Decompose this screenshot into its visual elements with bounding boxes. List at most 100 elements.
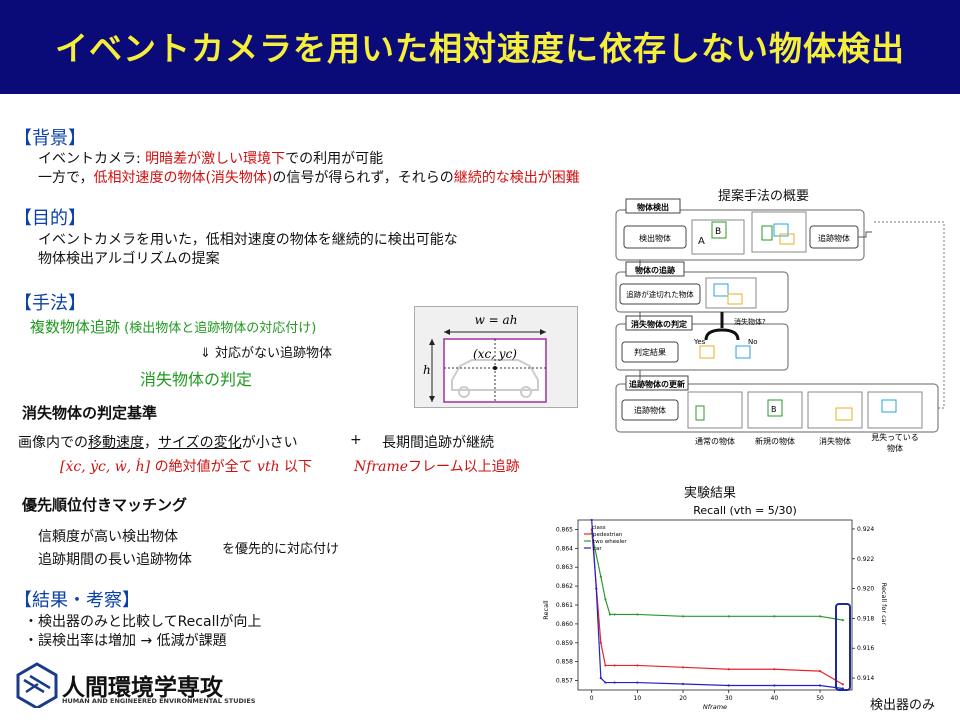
legend-title: class bbox=[592, 525, 606, 531]
bbox-height-label: h bbox=[423, 363, 431, 377]
y-right-tick-label: 0.922 bbox=[857, 556, 874, 563]
series-line-two-wheeler bbox=[591, 533, 843, 621]
category-new: 新規の物体 bbox=[755, 436, 795, 446]
yes-label: Yes bbox=[693, 338, 706, 346]
data-point bbox=[599, 676, 602, 680]
data-point bbox=[727, 684, 730, 687]
data-point bbox=[681, 682, 685, 686]
flow-caption: 提案手法の概要 bbox=[718, 189, 810, 204]
x-tick-label: 0 bbox=[590, 695, 594, 702]
title-banner bbox=[0, 0, 960, 94]
svg-text:B: B bbox=[771, 405, 777, 414]
data-point bbox=[681, 615, 685, 618]
data-point bbox=[818, 615, 822, 618]
y-tick-label: 0.862 bbox=[556, 583, 573, 590]
data-point bbox=[604, 681, 607, 684]
y-tick-label: 0.860 bbox=[556, 621, 573, 628]
data-point bbox=[773, 615, 776, 618]
y-right-tick-label: 0.916 bbox=[857, 645, 874, 652]
label-b: B bbox=[715, 227, 721, 237]
step-detection: 物体検出 bbox=[637, 202, 669, 212]
x-axis-label: Nframe bbox=[703, 703, 727, 711]
background-heading: 【背景】 bbox=[14, 128, 86, 149]
background-line-1: イベントカメラ: 明暗差が激しい環境下での利用が可能 bbox=[38, 151, 384, 167]
bounding-box bbox=[443, 338, 547, 403]
detected-object-box: 検出物体 bbox=[639, 233, 671, 243]
data-point bbox=[841, 683, 844, 686]
data-point bbox=[599, 575, 602, 578]
method-heading: 【手法】 bbox=[14, 293, 86, 314]
data-point bbox=[727, 668, 730, 671]
matching-note: を優先的に対応付け bbox=[222, 542, 340, 557]
experiment-caption: 実験結果 bbox=[684, 486, 737, 501]
data-point bbox=[636, 613, 639, 616]
y-right-tick-label: 0.914 bbox=[857, 675, 874, 682]
y-axis-right-label: Recall for car bbox=[880, 583, 888, 626]
category-normal: 通常の物体 bbox=[695, 436, 735, 446]
logo-subtitle: HUMAN AND ENGINEERED ENVIRONMENTAL STUDI… bbox=[62, 697, 256, 705]
no-label: No bbox=[748, 338, 758, 346]
frame-criterion: Nframeフレーム以上追跡 bbox=[354, 459, 520, 475]
y-right-tick-label: 0.924 bbox=[857, 526, 874, 533]
bbox-center-label: (xc, yc) bbox=[473, 347, 517, 361]
matching-line-2: 追跡期間の長い追跡物体 bbox=[38, 552, 192, 568]
velocity-criterion: [ẋc, ẏc, ẇ, ḣ] の絶対値が全て vth 以下 bbox=[60, 459, 313, 475]
series-line-car bbox=[591, 519, 843, 690]
label-a: A bbox=[698, 236, 705, 247]
disappeared-question: 消失物体? bbox=[734, 317, 766, 326]
page-title: イベントカメラを用いた相対速度に依存しない物体検出 bbox=[55, 29, 905, 68]
data-point bbox=[773, 668, 776, 671]
logo-name: 人間環境学専攻 bbox=[62, 675, 223, 701]
y-right-tick-label: 0.920 bbox=[857, 586, 874, 593]
y-tick-label: 0.859 bbox=[556, 640, 573, 647]
y-tick-label: 0.857 bbox=[556, 678, 573, 685]
data-point bbox=[608, 613, 612, 616]
tracked-object-box: 追跡物体 bbox=[818, 233, 850, 243]
results-item-2: ・誤検出率は増加 → 低減が課題 bbox=[24, 633, 227, 649]
data-point bbox=[727, 615, 730, 618]
legend-entry: pedestrian bbox=[593, 532, 623, 538]
x-tick-label: 20 bbox=[679, 695, 687, 702]
step-tracking: 物体の追跡 bbox=[635, 265, 675, 275]
purpose-line-2: 物体検出アルゴリズムの提案 bbox=[38, 251, 220, 267]
purpose-line-1: イベントカメラを用いた，低相対速度の物体を継続的に検出可能な bbox=[38, 232, 458, 248]
y-tick-label: 0.863 bbox=[556, 564, 573, 571]
category-lost-1: 見失っている bbox=[871, 432, 919, 442]
plot-frame bbox=[577, 519, 853, 691]
lost-track-box: 追跡が途切れた物体 bbox=[626, 289, 694, 299]
purpose-heading: 【目的】 bbox=[14, 208, 86, 229]
data-point bbox=[599, 641, 602, 644]
data-point bbox=[681, 666, 685, 669]
department-logo-icon bbox=[16, 662, 58, 708]
criteria-heading: 消失物体の判定基準 bbox=[22, 404, 158, 422]
background-line-2: 一方で，低相対速度の物体(消失物体)の信号が得られず，それらの継続的な検出が困難 bbox=[38, 170, 580, 186]
unmatched-note: ⇓ 対応がない追跡物体 bbox=[200, 346, 333, 361]
x-tick-label: 10 bbox=[634, 695, 642, 702]
y-axis-label: Recall bbox=[542, 600, 550, 620]
x-tick-label: 30 bbox=[725, 695, 733, 702]
data-point bbox=[818, 670, 822, 673]
flow-diagram: 物体検出 検出物体 A B 追跡物体 物体の追跡 追跡が途切れた物体 消失物体の… bbox=[615, 198, 945, 453]
data-point bbox=[636, 664, 639, 667]
multi-object-tracking: 複数物体追跡 (検出物体と追跡物体の対応付け) bbox=[30, 318, 317, 336]
y-tick-label: 0.861 bbox=[556, 602, 573, 609]
data-point bbox=[773, 684, 776, 687]
legend-entry: two wheeler bbox=[593, 539, 627, 545]
data-point bbox=[604, 664, 607, 667]
results-heading: 【結果・考察】 bbox=[14, 590, 140, 611]
x-tick-label: 40 bbox=[771, 695, 779, 702]
detector-only-highlight bbox=[835, 603, 851, 691]
data-point bbox=[636, 681, 639, 684]
detector-only-label: 検出器のみ bbox=[870, 698, 936, 713]
update-box: 追跡物体 bbox=[634, 405, 666, 415]
y-tick-label: 0.858 bbox=[556, 659, 573, 666]
series-line-pedestrian bbox=[591, 529, 844, 685]
step-judge: 消失物体の判定 bbox=[631, 319, 687, 329]
legend-entry: car bbox=[593, 546, 602, 552]
data-point bbox=[590, 518, 593, 522]
y-tick-label: 0.865 bbox=[556, 526, 573, 533]
step-update: 追跡物体の更新 bbox=[629, 379, 685, 389]
y-right-tick-label: 0.918 bbox=[857, 615, 874, 622]
x-tick-label: 50 bbox=[816, 695, 824, 702]
